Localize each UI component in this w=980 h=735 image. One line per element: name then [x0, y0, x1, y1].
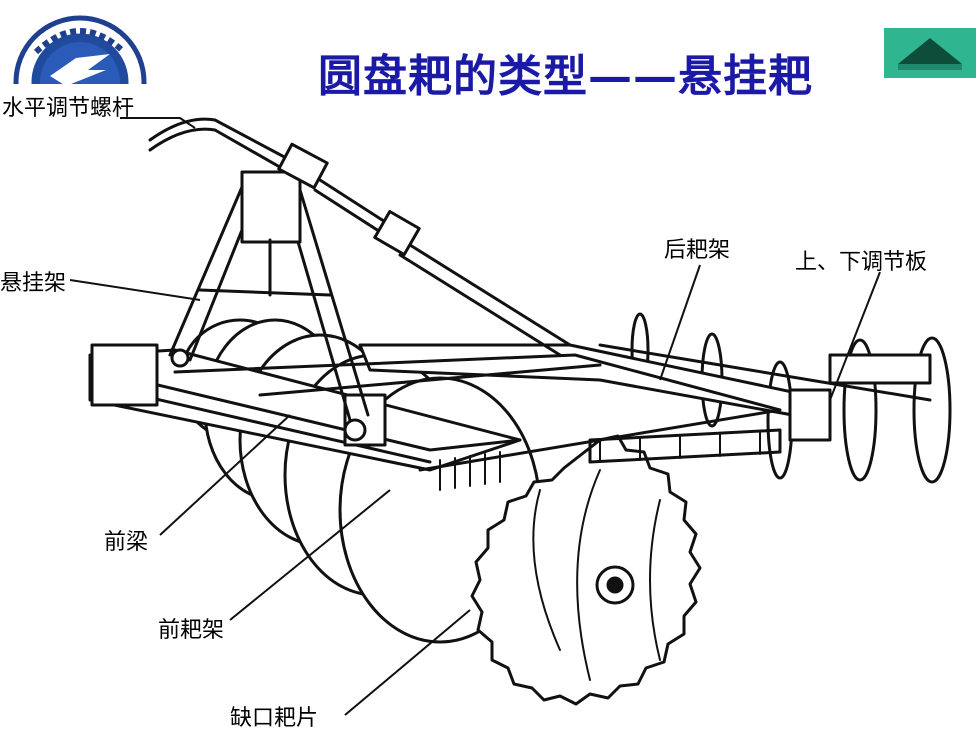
leader-lines [69, 117, 881, 716]
label-front-beam: 前梁 [104, 530, 149, 555]
hitch-frame [168, 170, 370, 442]
label-rear-harrow-frame: 后耙架 [664, 238, 731, 263]
label-leveling-screw: 水平调节螺杆 [2, 96, 135, 121]
label-notched-disc: 缺口耙片 [230, 706, 319, 731]
notched-disc [470, 434, 702, 706]
label-front-harrow-frame: 前耙架 [158, 618, 225, 643]
university-seal-icon [13, 15, 147, 84]
nav-up-button[interactable] [884, 28, 976, 78]
rear-discs [598, 312, 952, 484]
page-title: 圆盘耙的类型——悬挂耙 [318, 51, 813, 102]
university-seal-logo [6, 14, 154, 84]
label-adjust-plate: 上、下调节板 [795, 250, 928, 275]
leveling-screw [148, 117, 572, 357]
label-hitch-frame: 悬挂架 [0, 271, 67, 296]
triangle-up-icon [884, 28, 976, 78]
